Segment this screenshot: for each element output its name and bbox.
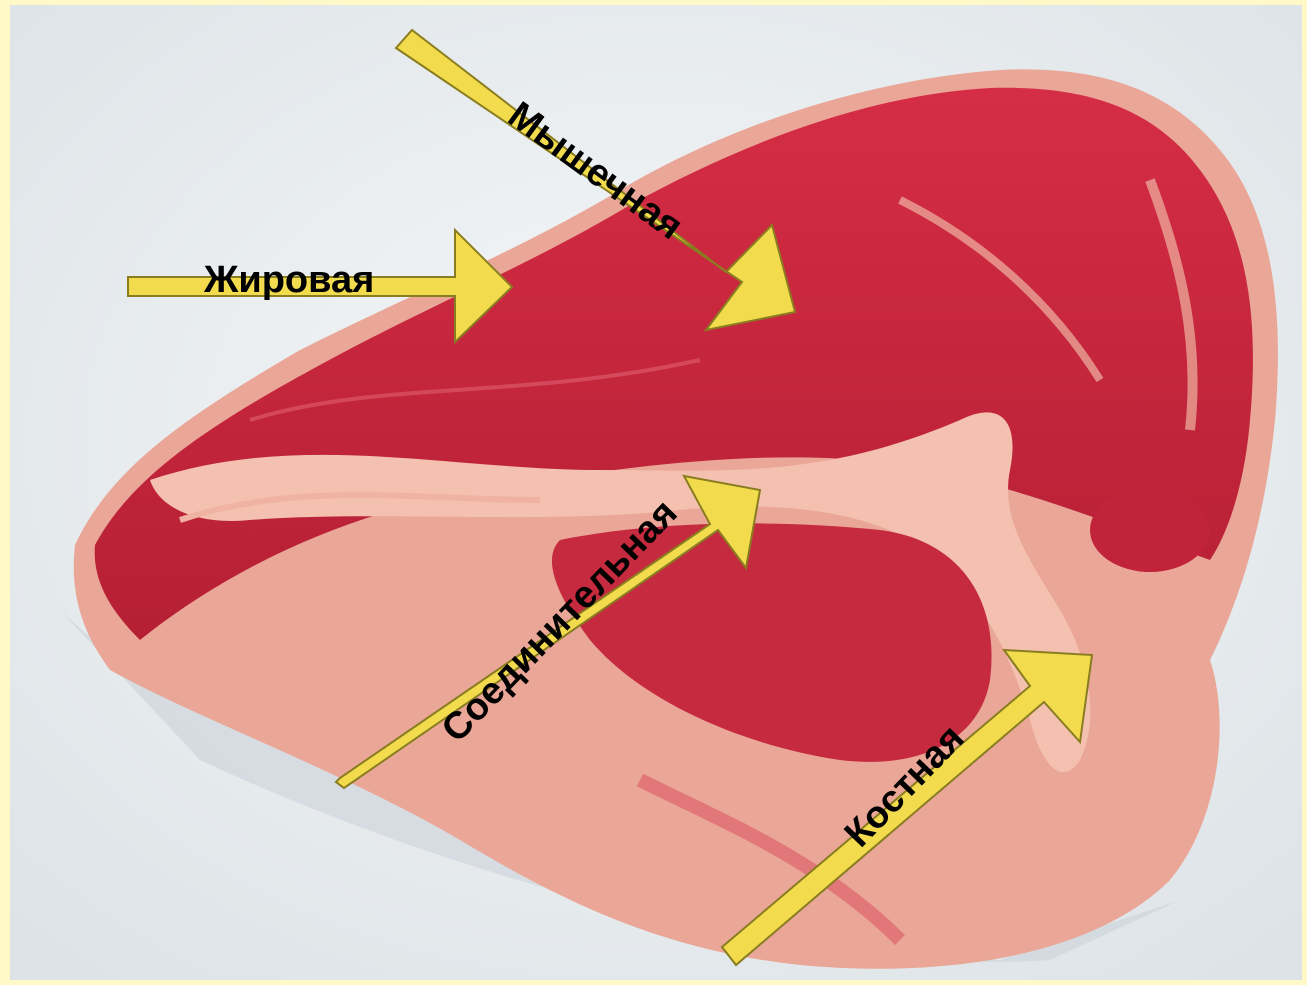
meat-bone-spot — [1090, 488, 1210, 572]
label-fat-tissue: Жировая — [204, 259, 374, 302]
